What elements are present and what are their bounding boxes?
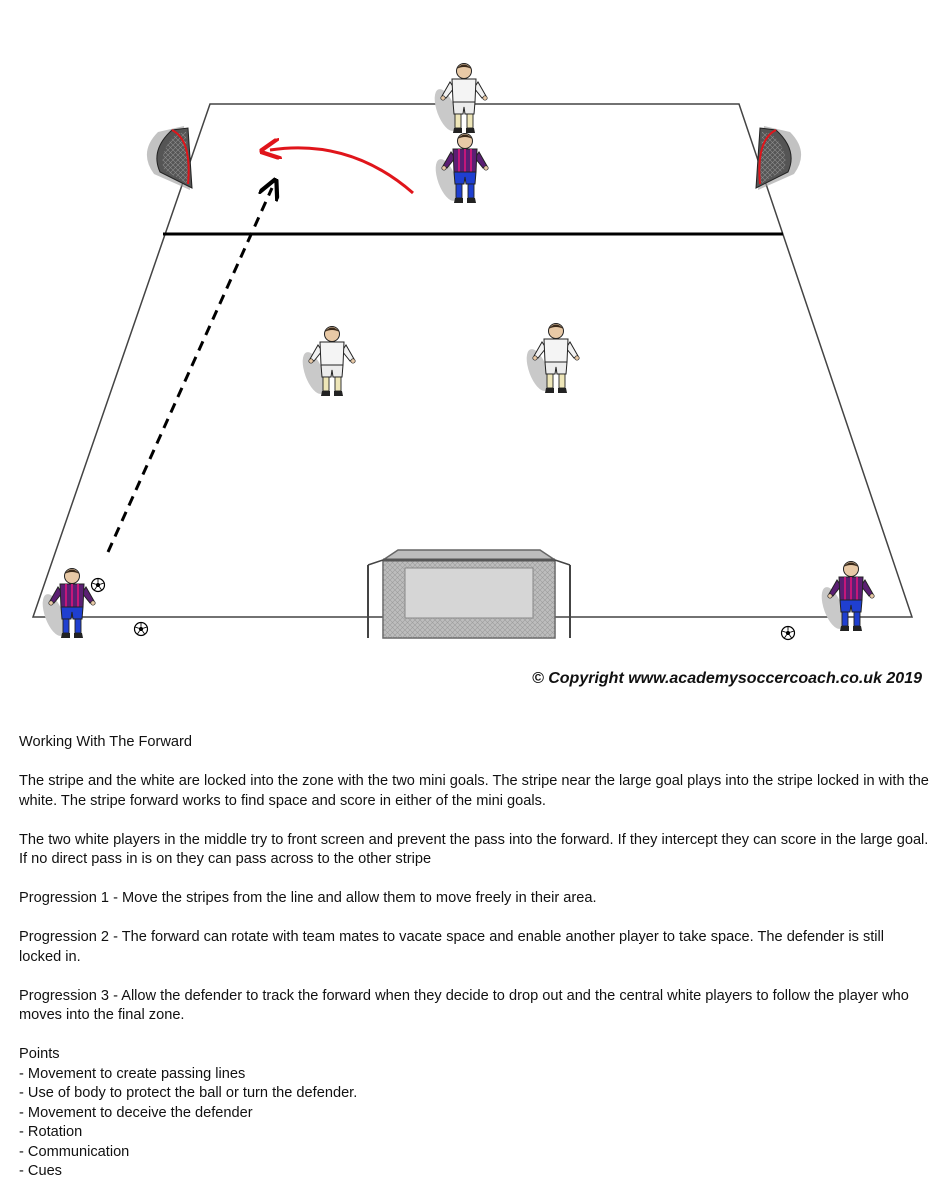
mini-goal-icon — [755, 126, 802, 190]
paragraph: The stripe and the white are locked into… — [19, 773, 929, 809]
list-item: - Cues — [19, 1163, 62, 1179]
list-item: - Movement to create passing lines — [19, 1065, 246, 1082]
session-description: Working With The Forward The stripe and … — [19, 733, 929, 1182]
training-diagram — [31, 63, 914, 641]
paragraph: Progression 3 - Allow the defender to tr… — [19, 987, 909, 1024]
soccer-ball-icon — [780, 625, 796, 641]
paragraph: Progression 2 - The forward can rotate w… — [19, 929, 885, 965]
points-heading: Points — [19, 1046, 60, 1062]
pitch-outline — [31, 103, 914, 618]
soccer-ball-icon — [133, 621, 149, 637]
list-item: - Movement to deceive the defender — [19, 1104, 253, 1121]
list-item: - Use of body to protect the ball or tur… — [19, 1085, 358, 1101]
pass-arrow — [106, 188, 272, 553]
paragraph: Progression 1 - Move the stripes from th… — [19, 890, 597, 906]
large-goal-icon — [367, 549, 571, 639]
session-title: Working With The Forward — [19, 734, 193, 750]
mini-goal-icon — [146, 126, 193, 190]
copyright-text: © Copyright www.academysoccercoach.co.uk… — [531, 670, 922, 687]
run-arrow — [270, 148, 414, 195]
list-item: - Communication — [19, 1143, 130, 1160]
soccer-ball-icon — [90, 577, 106, 593]
list-item: - Rotation — [19, 1124, 83, 1140]
points-list: - Movement to create passing lines - Use… — [19, 1065, 929, 1182]
paragraph: The two white players in the middle try … — [19, 831, 929, 868]
